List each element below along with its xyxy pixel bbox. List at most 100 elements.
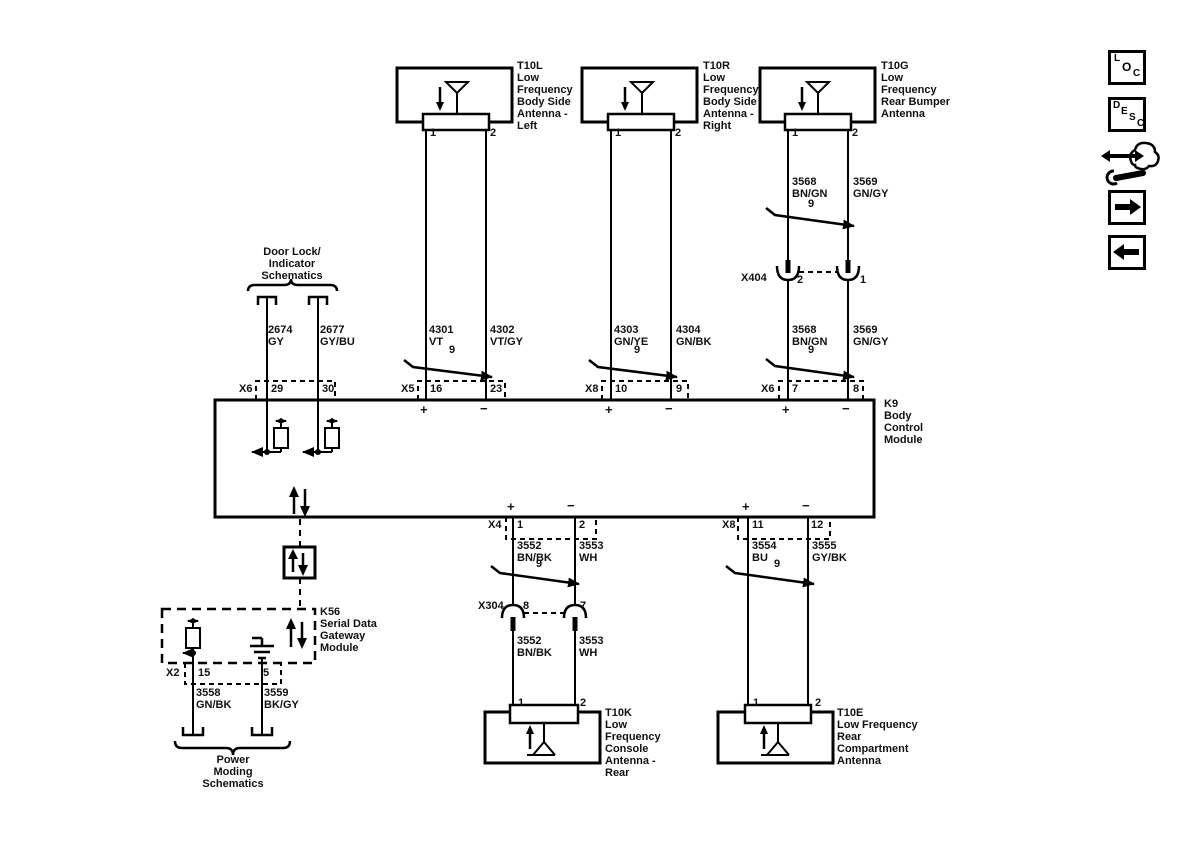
t10g-pin1: 1 xyxy=(792,127,799,139)
k56-module-box xyxy=(160,607,317,665)
door-lock-reference-symbols xyxy=(246,278,339,305)
t10r-pin2: 2 xyxy=(675,127,682,139)
x2-label: X2 xyxy=(166,667,180,679)
loc-button[interactable]: L O C xyxy=(1108,50,1146,85)
t10e-pin1: 1 xyxy=(753,697,760,709)
desc-letter: D xyxy=(1113,100,1121,111)
serial-data-link xyxy=(282,519,317,608)
t10r-id: T10R xyxy=(703,60,730,72)
polarity-minus: − xyxy=(480,401,488,416)
x304-label: X304 xyxy=(478,600,504,612)
x2-pin5: 5 xyxy=(263,667,270,679)
power-moding-reference-symbols xyxy=(173,727,292,756)
polarity-plus: + xyxy=(782,402,790,417)
t10k-pin1: 1 xyxy=(518,697,525,709)
t10k-name: Low Frequency Console Antenna - Rear xyxy=(605,719,661,779)
x6-right-pin7: 7 xyxy=(792,383,799,395)
x304-pin7: 7 xyxy=(580,600,587,612)
x8-bottom-pin11: 11 xyxy=(752,519,764,531)
k9-serial-data-arrows xyxy=(289,486,310,517)
t10r-antenna-box xyxy=(580,66,699,132)
x4-pin1: 1 xyxy=(517,519,524,531)
t10l-name: Low Frequency Body Side Antenna - Left xyxy=(517,72,573,132)
polarity-plus: + xyxy=(742,499,750,514)
x404-pin2: 2 xyxy=(797,274,804,286)
x6-right-pin8: 8 xyxy=(853,383,860,395)
x404-label: X404 xyxy=(741,272,767,284)
t10k-pin2: 2 xyxy=(580,697,587,709)
k9-module-label: K9 Body Control Module xyxy=(884,398,924,446)
twisted-pair-label: 9 xyxy=(449,344,456,356)
x5-pin16: 16 xyxy=(430,383,443,395)
x8-top-pin9: 9 xyxy=(676,383,683,395)
forward-button[interactable] xyxy=(1108,190,1146,225)
x8-bottom-label: X8 xyxy=(722,519,736,531)
wires xyxy=(192,130,849,735)
back-arrow-glyph xyxy=(1113,244,1139,260)
t10r-pin1: 1 xyxy=(615,127,622,139)
forward-arrow-glyph xyxy=(1115,199,1141,215)
t10g-pin2: 2 xyxy=(852,127,859,139)
polarity-plus: + xyxy=(507,499,515,514)
k9-module-box xyxy=(213,398,876,519)
t10l-pin2: 2 xyxy=(490,127,497,139)
x2-pin15: 15 xyxy=(198,667,211,679)
polarity-minus: − xyxy=(567,498,575,513)
x404-inline-connector xyxy=(775,260,861,282)
door-lock-schematics-reference: Door Lock/ Indicator Schematics xyxy=(261,246,323,282)
t10e-id: T10E xyxy=(837,707,864,719)
desc-letter: S xyxy=(1129,112,1136,123)
repair-instructions-icon[interactable] xyxy=(1098,140,1154,186)
t10l-pin1: 1 xyxy=(430,127,437,139)
repair-instructions-icon-glyph xyxy=(1101,141,1160,186)
x404-pin1: 1 xyxy=(860,274,867,286)
loc-letter: O xyxy=(1122,60,1132,74)
x5-label: X5 xyxy=(401,383,415,395)
x6-left-pin30: 30 xyxy=(322,383,335,395)
desc-button[interactable]: D E S C xyxy=(1108,97,1146,132)
x8-top-label: X8 xyxy=(585,383,599,395)
t10e-name: Low Frequency Rear Compartment Antenna xyxy=(837,719,918,767)
desc-letter: C xyxy=(1137,118,1145,129)
t10l-antenna-box xyxy=(395,66,514,132)
twisted-pair-label: 9 xyxy=(774,558,781,570)
twisted-pair-label: 9 xyxy=(808,198,815,210)
t10g-name: Low Frequency Rear Bumper Antenna xyxy=(881,72,951,120)
back-button[interactable] xyxy=(1108,235,1146,270)
t10g-antenna-box xyxy=(758,66,877,132)
twisted-pair-label: 9 xyxy=(808,344,815,356)
k56-ground-symbol xyxy=(250,636,274,660)
x6-right-label: X6 xyxy=(761,383,775,395)
loc-letter: L xyxy=(1114,53,1121,64)
t10r-name: Low Frequency Body Side Antenna - Right xyxy=(703,72,759,132)
polarity-minus: − xyxy=(842,401,850,416)
k9-internal-resistor-circuits xyxy=(251,418,340,457)
x4-label: X4 xyxy=(488,519,502,531)
t10k-id: T10K xyxy=(605,707,632,719)
t10g-id: T10G xyxy=(881,60,909,72)
polarity-plus: + xyxy=(605,402,613,417)
polarity-minus: − xyxy=(665,401,673,416)
desc-letter: E xyxy=(1121,106,1128,117)
loc-letter: C xyxy=(1133,68,1141,79)
x4-pin2: 2 xyxy=(579,519,586,531)
power-moding-schematics-reference: Power Moding Schematics xyxy=(202,754,264,790)
t10l-id: T10L xyxy=(517,60,543,72)
